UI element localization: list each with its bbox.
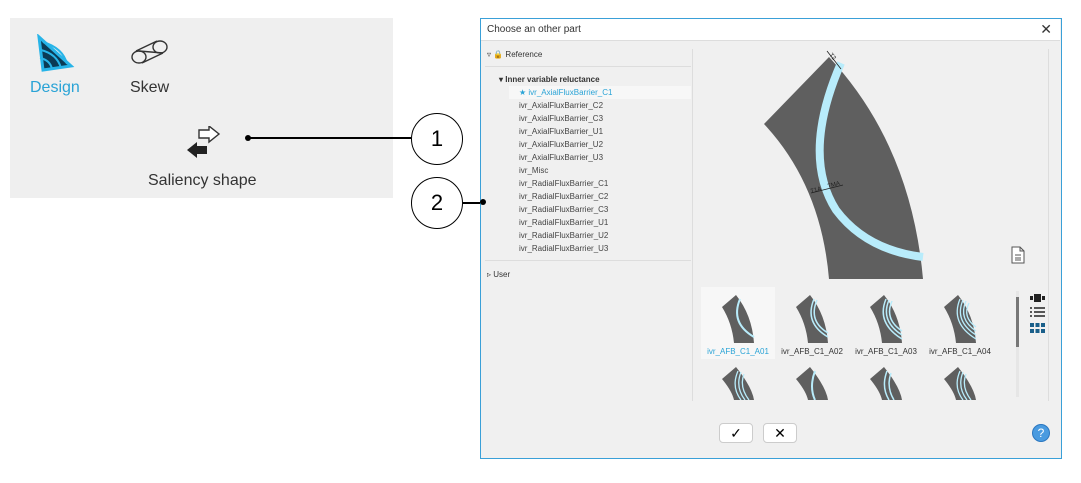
- list-view-icon[interactable]: [1030, 306, 1046, 324]
- thumbnail-row-partial: [701, 367, 997, 400]
- swap-arrows-icon[interactable]: [185, 124, 221, 165]
- dimension-label: TMA: [827, 181, 841, 190]
- document-icon[interactable]: [1011, 246, 1025, 269]
- thumbnail-item[interactable]: [722, 367, 754, 400]
- reference-label: Reference: [505, 50, 543, 59]
- tree-item[interactable]: ivr_RadialFluxBarrier_U3: [519, 244, 609, 253]
- thumbnail-item[interactable]: [870, 367, 902, 400]
- callout-1: 1: [411, 113, 463, 165]
- thumbnail-label: ivr_AFB_C1_A04: [929, 347, 991, 356]
- tree-item[interactable]: ivr_AxialFluxBarrier_U1: [519, 127, 604, 136]
- tree-item-selected[interactable]: ★ ivr_AxialFluxBarrier_C1: [519, 86, 612, 99]
- tree-item[interactable]: ivr_RadialFluxBarrier_C2: [519, 192, 609, 201]
- pane-splitter[interactable]: [692, 49, 693, 401]
- ok-button[interactable]: ✓: [719, 423, 753, 443]
- divider: [485, 66, 691, 67]
- design-icon[interactable]: [35, 33, 75, 79]
- thumbnail-label: ivr_AFB_C1_A03: [855, 347, 917, 356]
- group-label: Inner variable reluctance: [505, 75, 600, 84]
- thumbnail-item[interactable]: [796, 367, 828, 400]
- user-label: User: [493, 270, 511, 279]
- tree-item[interactable]: ivr_RadialFluxBarrier_U1: [519, 218, 609, 227]
- tree-item[interactable]: ivr_AxialFluxBarrier_C2: [519, 101, 604, 110]
- part-preview: T2 T1A TMA: [761, 45, 931, 286]
- skew-button[interactable]: Skew: [130, 79, 170, 96]
- tree-item-label: ivr_AxialFluxBarrier_C1: [528, 88, 613, 97]
- tree-item[interactable]: ivr_AxialFluxBarrier_U3: [519, 153, 604, 162]
- dialog-titlebar: Choose an other part ✕: [481, 19, 1060, 41]
- reference-node[interactable]: ▿ 🔒 Reference: [487, 50, 543, 59]
- tree-item[interactable]: ivr_RadialFluxBarrier_U2: [519, 231, 609, 240]
- callout-anchor: [480, 199, 486, 205]
- dialog-title: Choose an other part: [487, 24, 581, 35]
- tree-item[interactable]: ivr_RadialFluxBarrier_C1: [519, 179, 609, 188]
- thumbnail-item[interactable]: ivr_AFB_C1_A02: [775, 293, 849, 356]
- tree-item[interactable]: ivr_RadialFluxBarrier_C3: [519, 205, 609, 214]
- thumbnail-scrollbar[interactable]: [1016, 291, 1019, 397]
- selected-row-highlight: [509, 86, 691, 99]
- group-inner-variable-reluctance[interactable]: ▾ Inner variable reluctance: [499, 75, 600, 84]
- star-icon: ★: [519, 88, 527, 97]
- tree-item[interactable]: ivr_AxialFluxBarrier_U2: [519, 140, 604, 149]
- scrollbar-thumb[interactable]: [1016, 297, 1019, 347]
- grid-view-icon[interactable]: [1030, 322, 1046, 340]
- design-button[interactable]: Design: [30, 79, 80, 96]
- skew-icon[interactable]: [130, 38, 170, 71]
- single-view-icon[interactable]: [1030, 290, 1046, 308]
- saliency-shape-button[interactable]: Saliency shape: [148, 172, 257, 189]
- thumbnail-label: ivr_AFB_C1_A02: [781, 347, 843, 356]
- ribbon-panel: Design Skew Saliency shape: [10, 18, 393, 198]
- dimension-label: T2: [827, 52, 837, 62]
- thumbnail-item[interactable]: [944, 367, 976, 400]
- tree-item[interactable]: ivr_Misc: [519, 166, 549, 175]
- callout-line: [463, 202, 483, 204]
- thumbnail-label: ivr_AFB_C1_A01: [707, 347, 769, 356]
- divider: [485, 260, 691, 261]
- callout-2: 2: [411, 177, 463, 229]
- thumbnail-item[interactable]: ivr_AFB_C1_A04: [923, 293, 997, 356]
- dimension-label: T1A: [810, 186, 822, 195]
- choose-part-dialog: Choose an other part ✕ ▿ 🔒 Reference ▾ I…: [480, 18, 1062, 459]
- cancel-button[interactable]: ✕: [763, 423, 797, 443]
- thumbnail-item[interactable]: ivr_AFB_C1_A01: [701, 293, 775, 356]
- tree-item[interactable]: ivr_AxialFluxBarrier_C3: [519, 114, 604, 123]
- pane-border: [1048, 49, 1049, 401]
- callout-line: [248, 137, 411, 139]
- close-button[interactable]: ✕: [1040, 21, 1052, 37]
- help-button[interactable]: ?: [1032, 424, 1050, 442]
- thumbnail-item[interactable]: ivr_AFB_C1_A03: [849, 293, 923, 356]
- user-node[interactable]: ▹ User: [487, 270, 511, 279]
